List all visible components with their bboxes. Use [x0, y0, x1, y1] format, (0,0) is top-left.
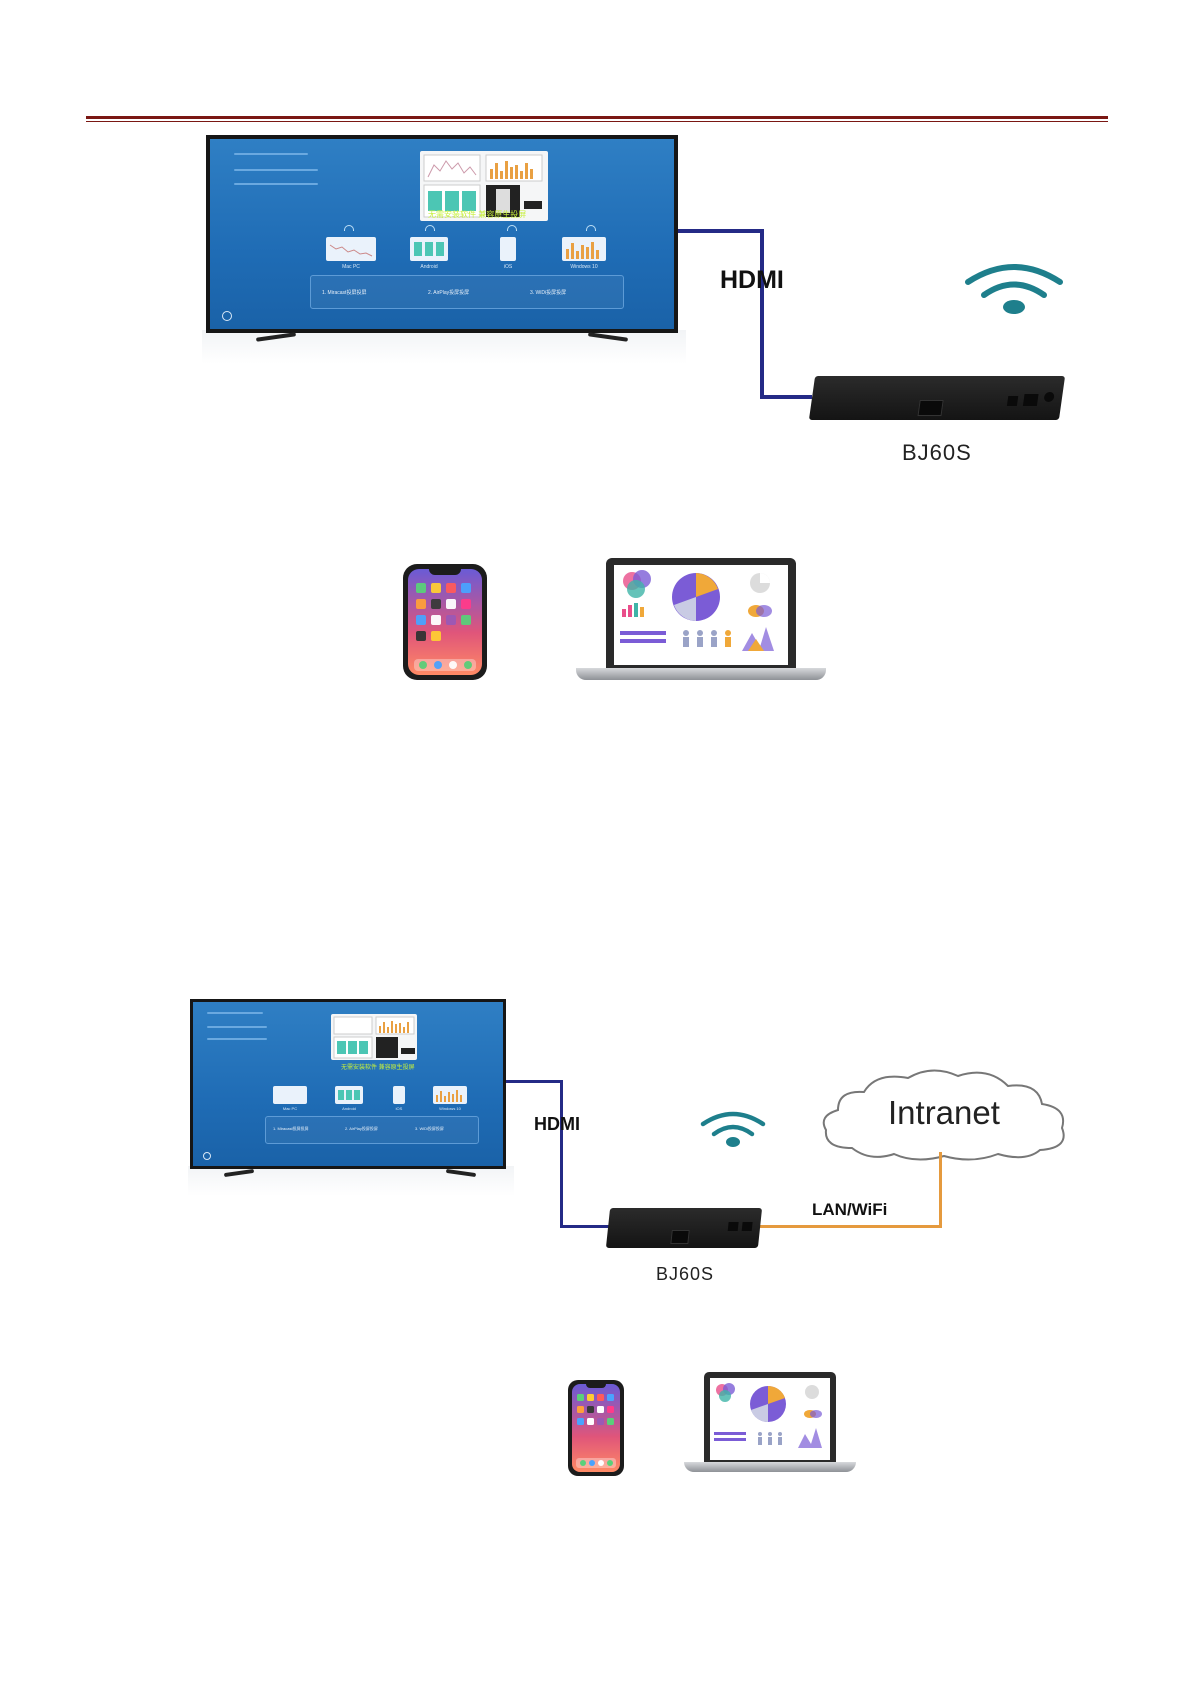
laptop-base [576, 668, 826, 680]
tv-device-label: Mac PC [269, 1106, 311, 1111]
lan-cable [760, 1225, 942, 1228]
hdmi-cable [760, 395, 812, 399]
lan-wifi-label: LAN/WiFi [812, 1200, 887, 1220]
tv-chip-pwd [234, 183, 318, 185]
device-model-label: BJ60S [902, 440, 972, 466]
tv-chip-name [207, 1026, 267, 1028]
hdmi-label: HDMI [720, 266, 784, 295]
power-icon [203, 1152, 211, 1160]
tv-wifi-icon [507, 225, 517, 231]
tv-device-macpc [326, 237, 376, 261]
tv-step: 2. AirPlay投屏投屏 [345, 1126, 378, 1132]
tv-device-ios [500, 237, 516, 261]
tv-chip-name [234, 169, 318, 171]
tv-step: 3. WiDi投屏投屏 [415, 1126, 444, 1132]
box-port [1007, 396, 1018, 406]
tv-device-android [335, 1086, 363, 1104]
tv-step: 1. Miracast投屏投屏 [273, 1126, 309, 1132]
laptop-screen [614, 565, 788, 665]
tv-slogan: 无需安装软件 兼容原生投屏 [341, 1062, 415, 1071]
tv-device-label: iOS [492, 264, 524, 270]
tv-device-ios [393, 1086, 405, 1104]
phone-notch [429, 569, 461, 575]
phone-device [568, 1380, 624, 1476]
box-port [742, 1222, 753, 1231]
tv-wifi-icon [586, 225, 596, 231]
tv-chip-ssid [207, 1012, 263, 1014]
hdmi-cable [560, 1225, 612, 1228]
tv-device-label: Android [410, 264, 448, 270]
laptop-base [684, 1462, 856, 1472]
phone-device [403, 564, 487, 680]
header-rule [86, 116, 1108, 119]
hdmi-cable [560, 1080, 563, 1228]
power-icon [222, 311, 232, 321]
tv-device-label: Mac PC [326, 264, 376, 270]
phone-screen [572, 1384, 620, 1472]
tv-wifi-icon [344, 225, 354, 231]
tv-device-windows [433, 1086, 467, 1104]
tv-chip-ssid [234, 153, 308, 155]
tv-device-label: Windows 10 [427, 1106, 473, 1111]
hdmi-cable [760, 229, 764, 399]
tv-device-label: iOS [387, 1106, 411, 1111]
tv-wifi-icon [425, 225, 435, 231]
box-panel [917, 400, 943, 416]
hdmi-label: HDMI [534, 1114, 580, 1135]
tv-hero-illustration [331, 1014, 417, 1060]
tv-slogan: 无需安装软件 兼容原生投屏 [428, 209, 526, 220]
hdmi-cable [506, 1080, 562, 1083]
tv-step: 1. Miracast投屏投屏 [322, 289, 366, 296]
phone-screen [408, 569, 482, 675]
tv-device-label: Windows 10 [556, 264, 612, 270]
wifi-icon [700, 1110, 766, 1150]
box-port [1043, 392, 1054, 402]
wifi-icon [964, 262, 1064, 318]
tv-device-label: Android [331, 1106, 367, 1111]
tv-step: 3. WiDi投屏投屏 [530, 289, 566, 296]
header-rule-thin [86, 121, 1108, 122]
box-port [728, 1222, 739, 1231]
network-label: Intranet [888, 1094, 1000, 1132]
tv-screen: 无需安装软件 兼容原生投屏 Mac PC Android iOS Windows… [190, 999, 506, 1169]
box-port [1023, 394, 1039, 406]
tv-device-windows [562, 237, 606, 261]
tv-device-android [410, 237, 448, 261]
tv-device-macpc [273, 1086, 307, 1104]
bj60s-box [809, 376, 1065, 420]
laptop-screen [710, 1378, 830, 1460]
hdmi-cable [678, 229, 764, 233]
tv-screen: 无需安装软件 兼容原生投屏 Mac PC Android iOS Windows… [206, 135, 678, 333]
box-panel [670, 1230, 689, 1244]
lan-cable [939, 1152, 942, 1228]
phone-notch [586, 1384, 606, 1388]
tv-step: 2. AirPlay投屏投屏 [428, 289, 469, 296]
bj60s-box [606, 1208, 762, 1248]
tv-chip-pwd [207, 1038, 267, 1040]
device-model-label: BJ60S [656, 1264, 714, 1285]
